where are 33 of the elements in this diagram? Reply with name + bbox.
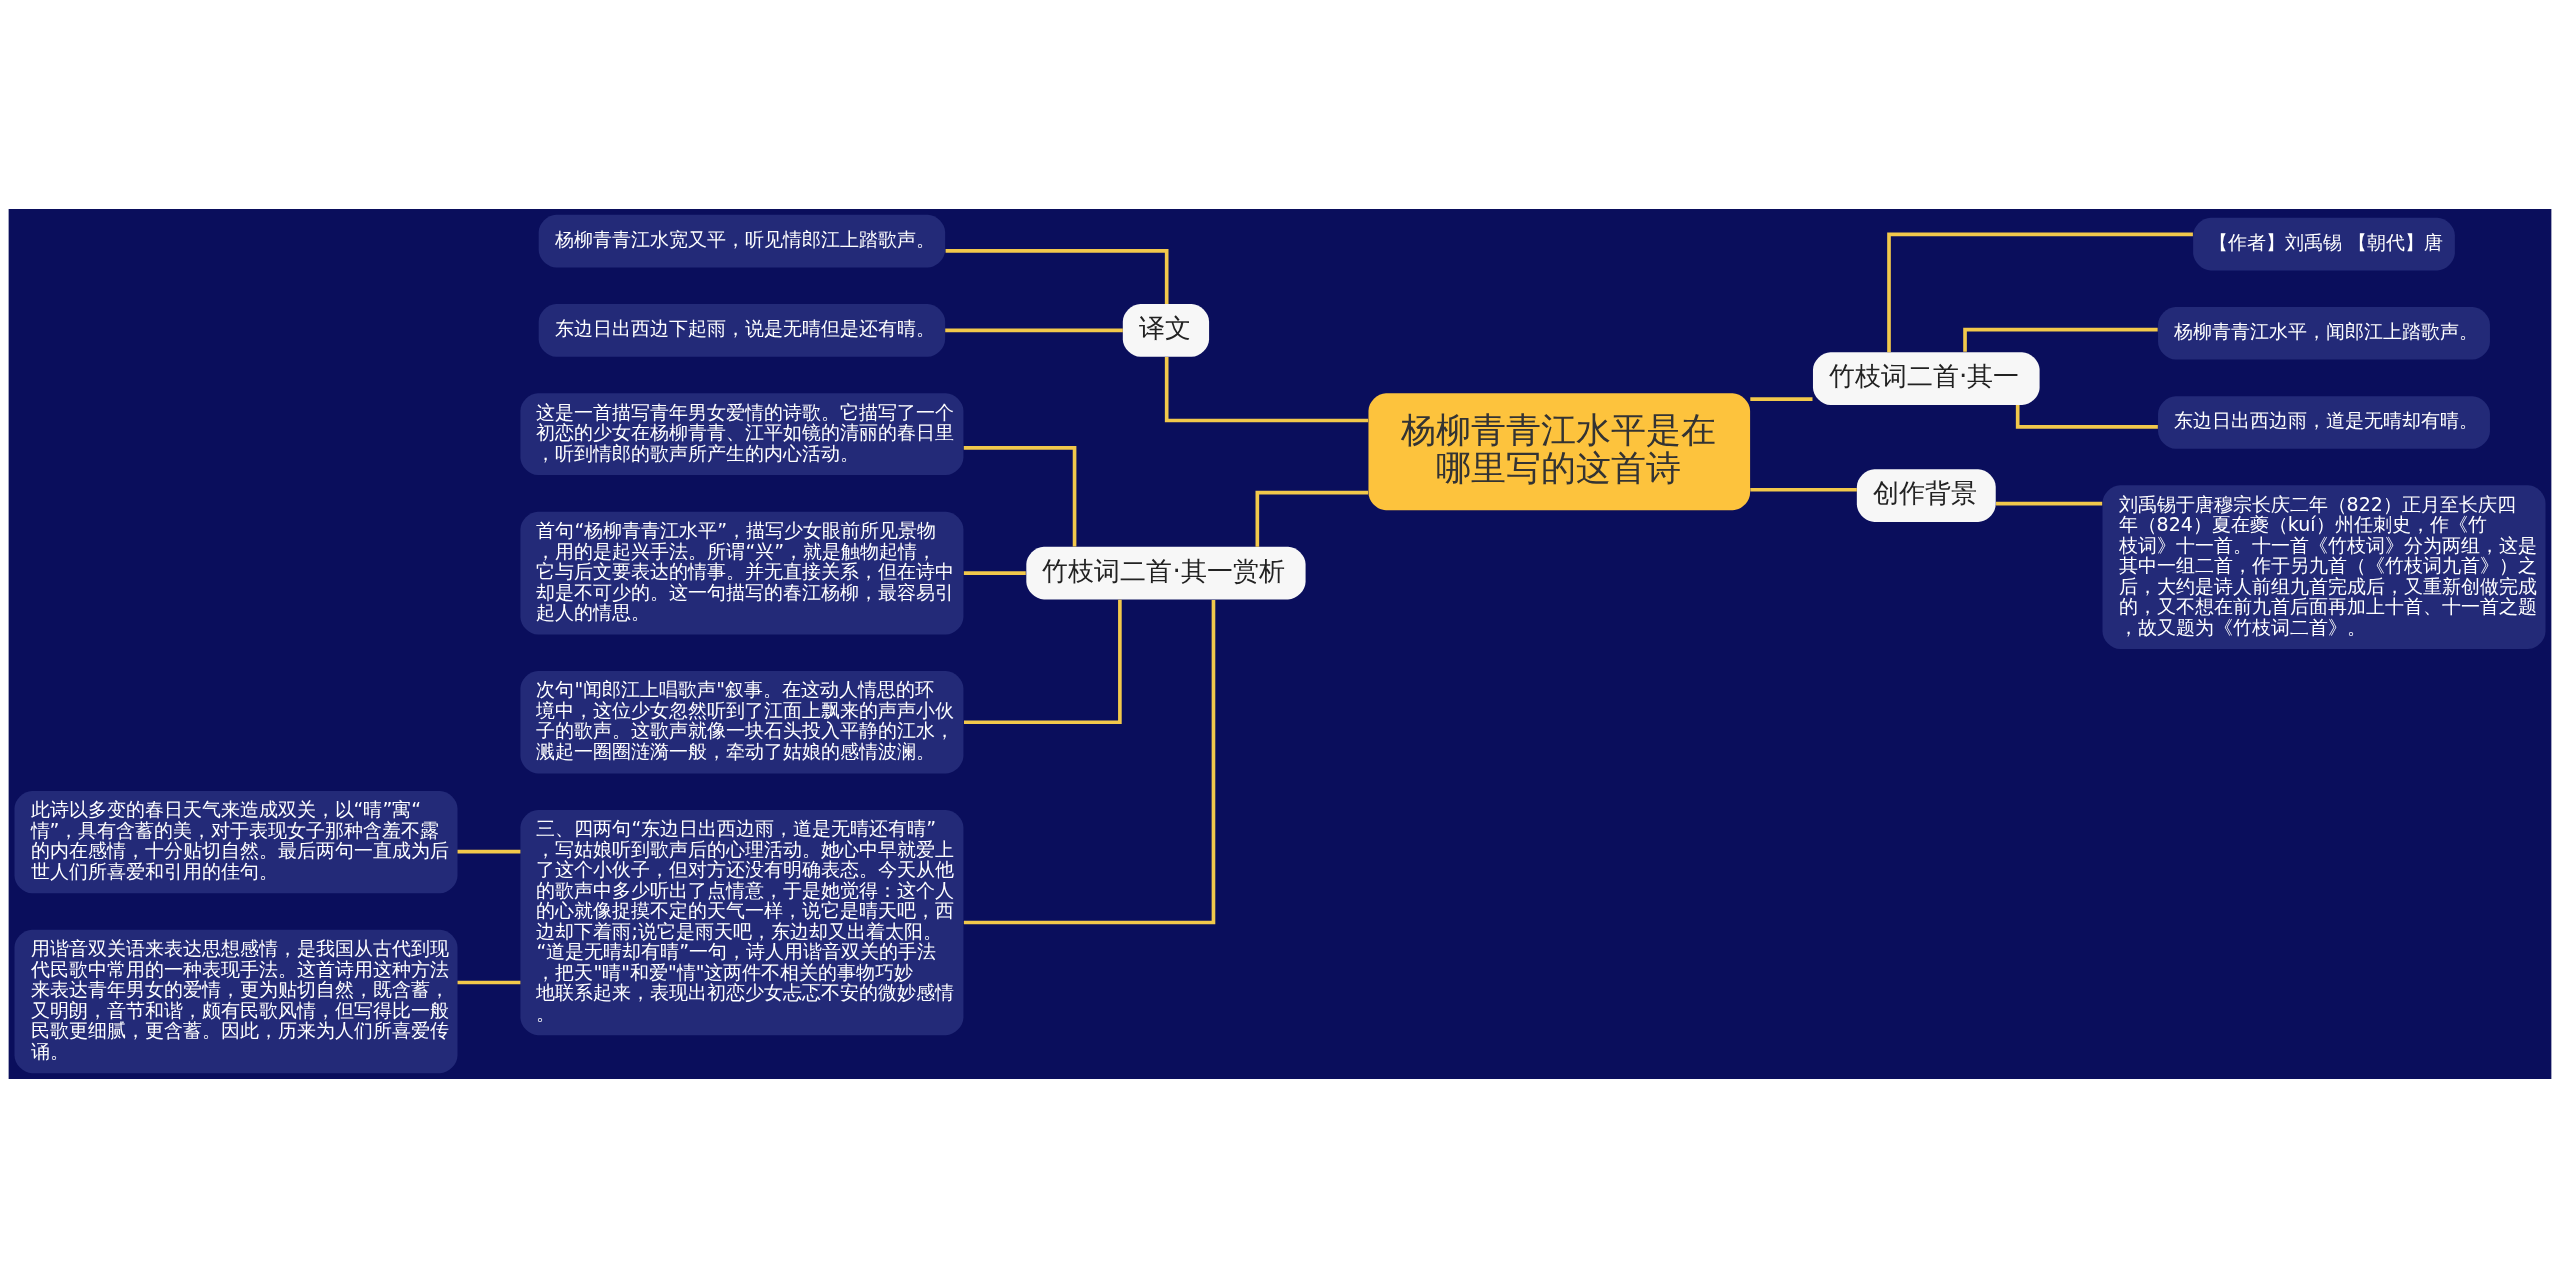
node-box: 这是一首描写青年男女爱情的诗歌。它描写了一个初恋的少女在杨柳青青、江平如镜的清丽的春日里，听到情郎的歌声所产生的内心活动。: [520, 392, 964, 475]
node-box: 【作者】刘禹锡 【朝代】唐: [2193, 217, 2455, 270]
node-box: 刘禹锡于唐穆宗长庆二年（822）正月至长庆四年（824）夏在夔（kuí）州任刺史，作《竹枝词》十一首。十一首《竹枝词》分为两组，这是其中一组二首，作于另九首（《竹枝词九首》）之后，大约是诗人前组九首完成后，又重新创做完成的，又不想在前九首后面再加上十首、十一首之题，故又题为《竹枝词二首》。: [2102, 484, 2546, 649]
connector: [1164, 356, 1369, 422]
node-box: 东边日出西边雨，道是无晴却有晴。: [2158, 395, 2490, 449]
node-box: 竹枝词二首·其一: [1812, 351, 2040, 405]
node-box: 次句"闻郎江上唱歌声"叙事。在这动人情思的环境中，这位少女忽然听到了江面上飘来的声声小伙子的歌声。这歌声就像一块石头投入平静的江水，溅起一圈圈涟漪一般，牵动了姑娘的感情波澜。: [520, 670, 964, 773]
connector: [1887, 232, 2193, 352]
connector: [963, 599, 1216, 924]
connector: [945, 328, 1123, 332]
node-box: 创作背景: [1856, 468, 1996, 522]
node-box: 用谐音双关语来表达思想感情，是我国从古代到现代民歌中常用的一种表现手法。这首诗用这种方法来表达青年男女的爱情，更为贴切自然，既含蓄，又明朗，音节和谐，颇有民歌风情，但写得比一般民歌更细腻，更含蓄。因此，历来为人们所喜爱传诵。: [14, 929, 458, 1073]
connector: [2015, 404, 2158, 429]
node-box: 东边日出西边下起雨，说是无晴但是还有晴。: [538, 303, 946, 357]
connector: [1255, 490, 1369, 547]
connector: [457, 980, 521, 984]
connector: [1750, 487, 1857, 492]
node-box: 此诗以多变的春日天气来造成双关，以“晴”寓“情”，具有含蓄的美，对于表现女子那种含羞不露的内在感情，十分贴切自然。最后两句一直成为后世人们所喜爱和引用的佳句。: [14, 790, 458, 893]
node-box: 杨柳青青江水平是在哪里写的这首诗: [1368, 392, 1751, 510]
connector: [963, 445, 1077, 546]
node-box: 首句“杨柳青青江水平”，描写少女眼前所见景物，用的是起兴手法。所谓“兴”，就是触物起情，它与后文要表达的情事。并无直接关系，但在诗中却是不可少的。这一句描写的春江杨柳，最容易引起人的情思。: [520, 511, 964, 634]
node-box: 译文: [1122, 303, 1210, 357]
node-box: 三、四两句“东边日出西边雨，道是无晴还有晴”，写姑娘听到歌声后的心理活动。她心中早就爱上了这个小伙子，但对方还没有明确表态。今天从他的歌声中多少听出了点情意，于是她觉得：这个人的心就像捉摸不定的天气一样，说它是晴天吧，西边却下着雨;说它是雨天吧，东边却又出着太阳。“道是无晴却有晴”一句，诗人用谐音双关的手法，把天"晴"和爱"情"这两件不相关的事物巧妙地联系起来，表现出初恋少女忐忑不安的微妙感情。: [520, 809, 964, 1035]
connector: [1996, 501, 2103, 505]
node-box: 杨柳青青江水宽又平，听见情郎江上踏歌声。: [538, 214, 946, 267]
connector: [457, 849, 521, 853]
connector: [963, 570, 1026, 575]
connector: [1963, 327, 2158, 352]
connector: [964, 599, 1122, 724]
connector: [945, 248, 1169, 304]
connector: [1750, 396, 1813, 401]
node-box: 杨柳青青江水平，闻郎江上踏歌声。: [2158, 306, 2490, 360]
node-box: 竹枝词二首·其一赏析: [1026, 546, 1306, 599]
